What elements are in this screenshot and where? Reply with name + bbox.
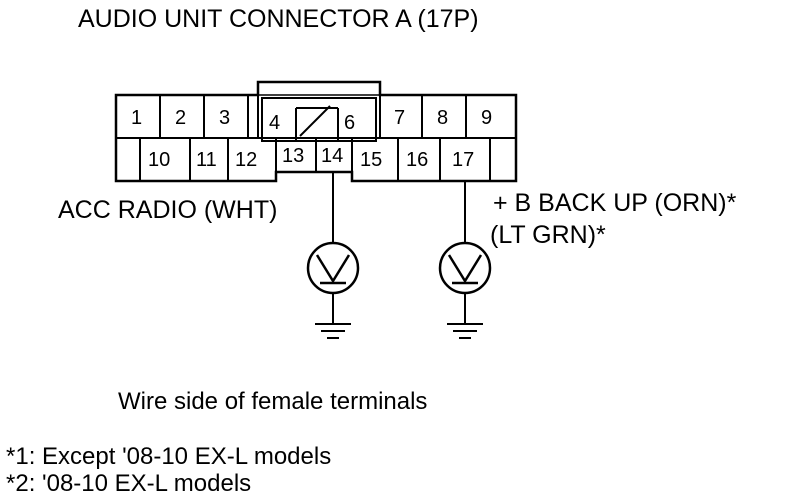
pin-labels-row2: 10 11 12 13 14 15 16 17 (148, 145, 474, 171)
pin-17: 17 (452, 149, 474, 171)
ground-icon (447, 323, 483, 339)
pin-1: 1 (131, 107, 142, 129)
pin-3: 3 (219, 107, 230, 129)
pin-6: 6 (344, 112, 355, 134)
connector-grid (116, 95, 516, 181)
pin-13: 13 (282, 145, 304, 167)
backup-power-label: + B BACK UP (ORN)* (493, 189, 737, 217)
footnote-2: *2: '08-10 EX-L models (6, 470, 251, 497)
acc-radio-label: ACC RADIO (WHT) (58, 196, 277, 224)
pin-4: 4 (269, 112, 280, 134)
pin-14: 14 (321, 145, 343, 167)
ground-icon (315, 323, 351, 339)
caption: Wire side of female terminals (118, 388, 427, 415)
pin-8: 8 (437, 107, 448, 129)
diagram-title: AUDIO UNIT CONNECTOR A (17P) (78, 5, 479, 33)
pin-10: 10 (148, 149, 170, 171)
footnote-1: *1: Except '08-10 EX-L models (6, 443, 331, 470)
pin-11: 11 (196, 149, 217, 171)
pin-7: 7 (394, 107, 405, 129)
pin-16: 16 (406, 149, 428, 171)
pin-12: 12 (235, 149, 257, 171)
voltmeter-icon (306, 241, 360, 295)
pin-labels-row1: 1 2 3 4 6 7 8 9 (131, 107, 492, 134)
voltmeter-icon (438, 241, 492, 295)
pin-9: 9 (481, 107, 492, 129)
backup-power-alt-label: (LT GRN)* (490, 221, 606, 249)
pin-15: 15 (360, 149, 382, 171)
pin-2: 2 (175, 107, 186, 129)
